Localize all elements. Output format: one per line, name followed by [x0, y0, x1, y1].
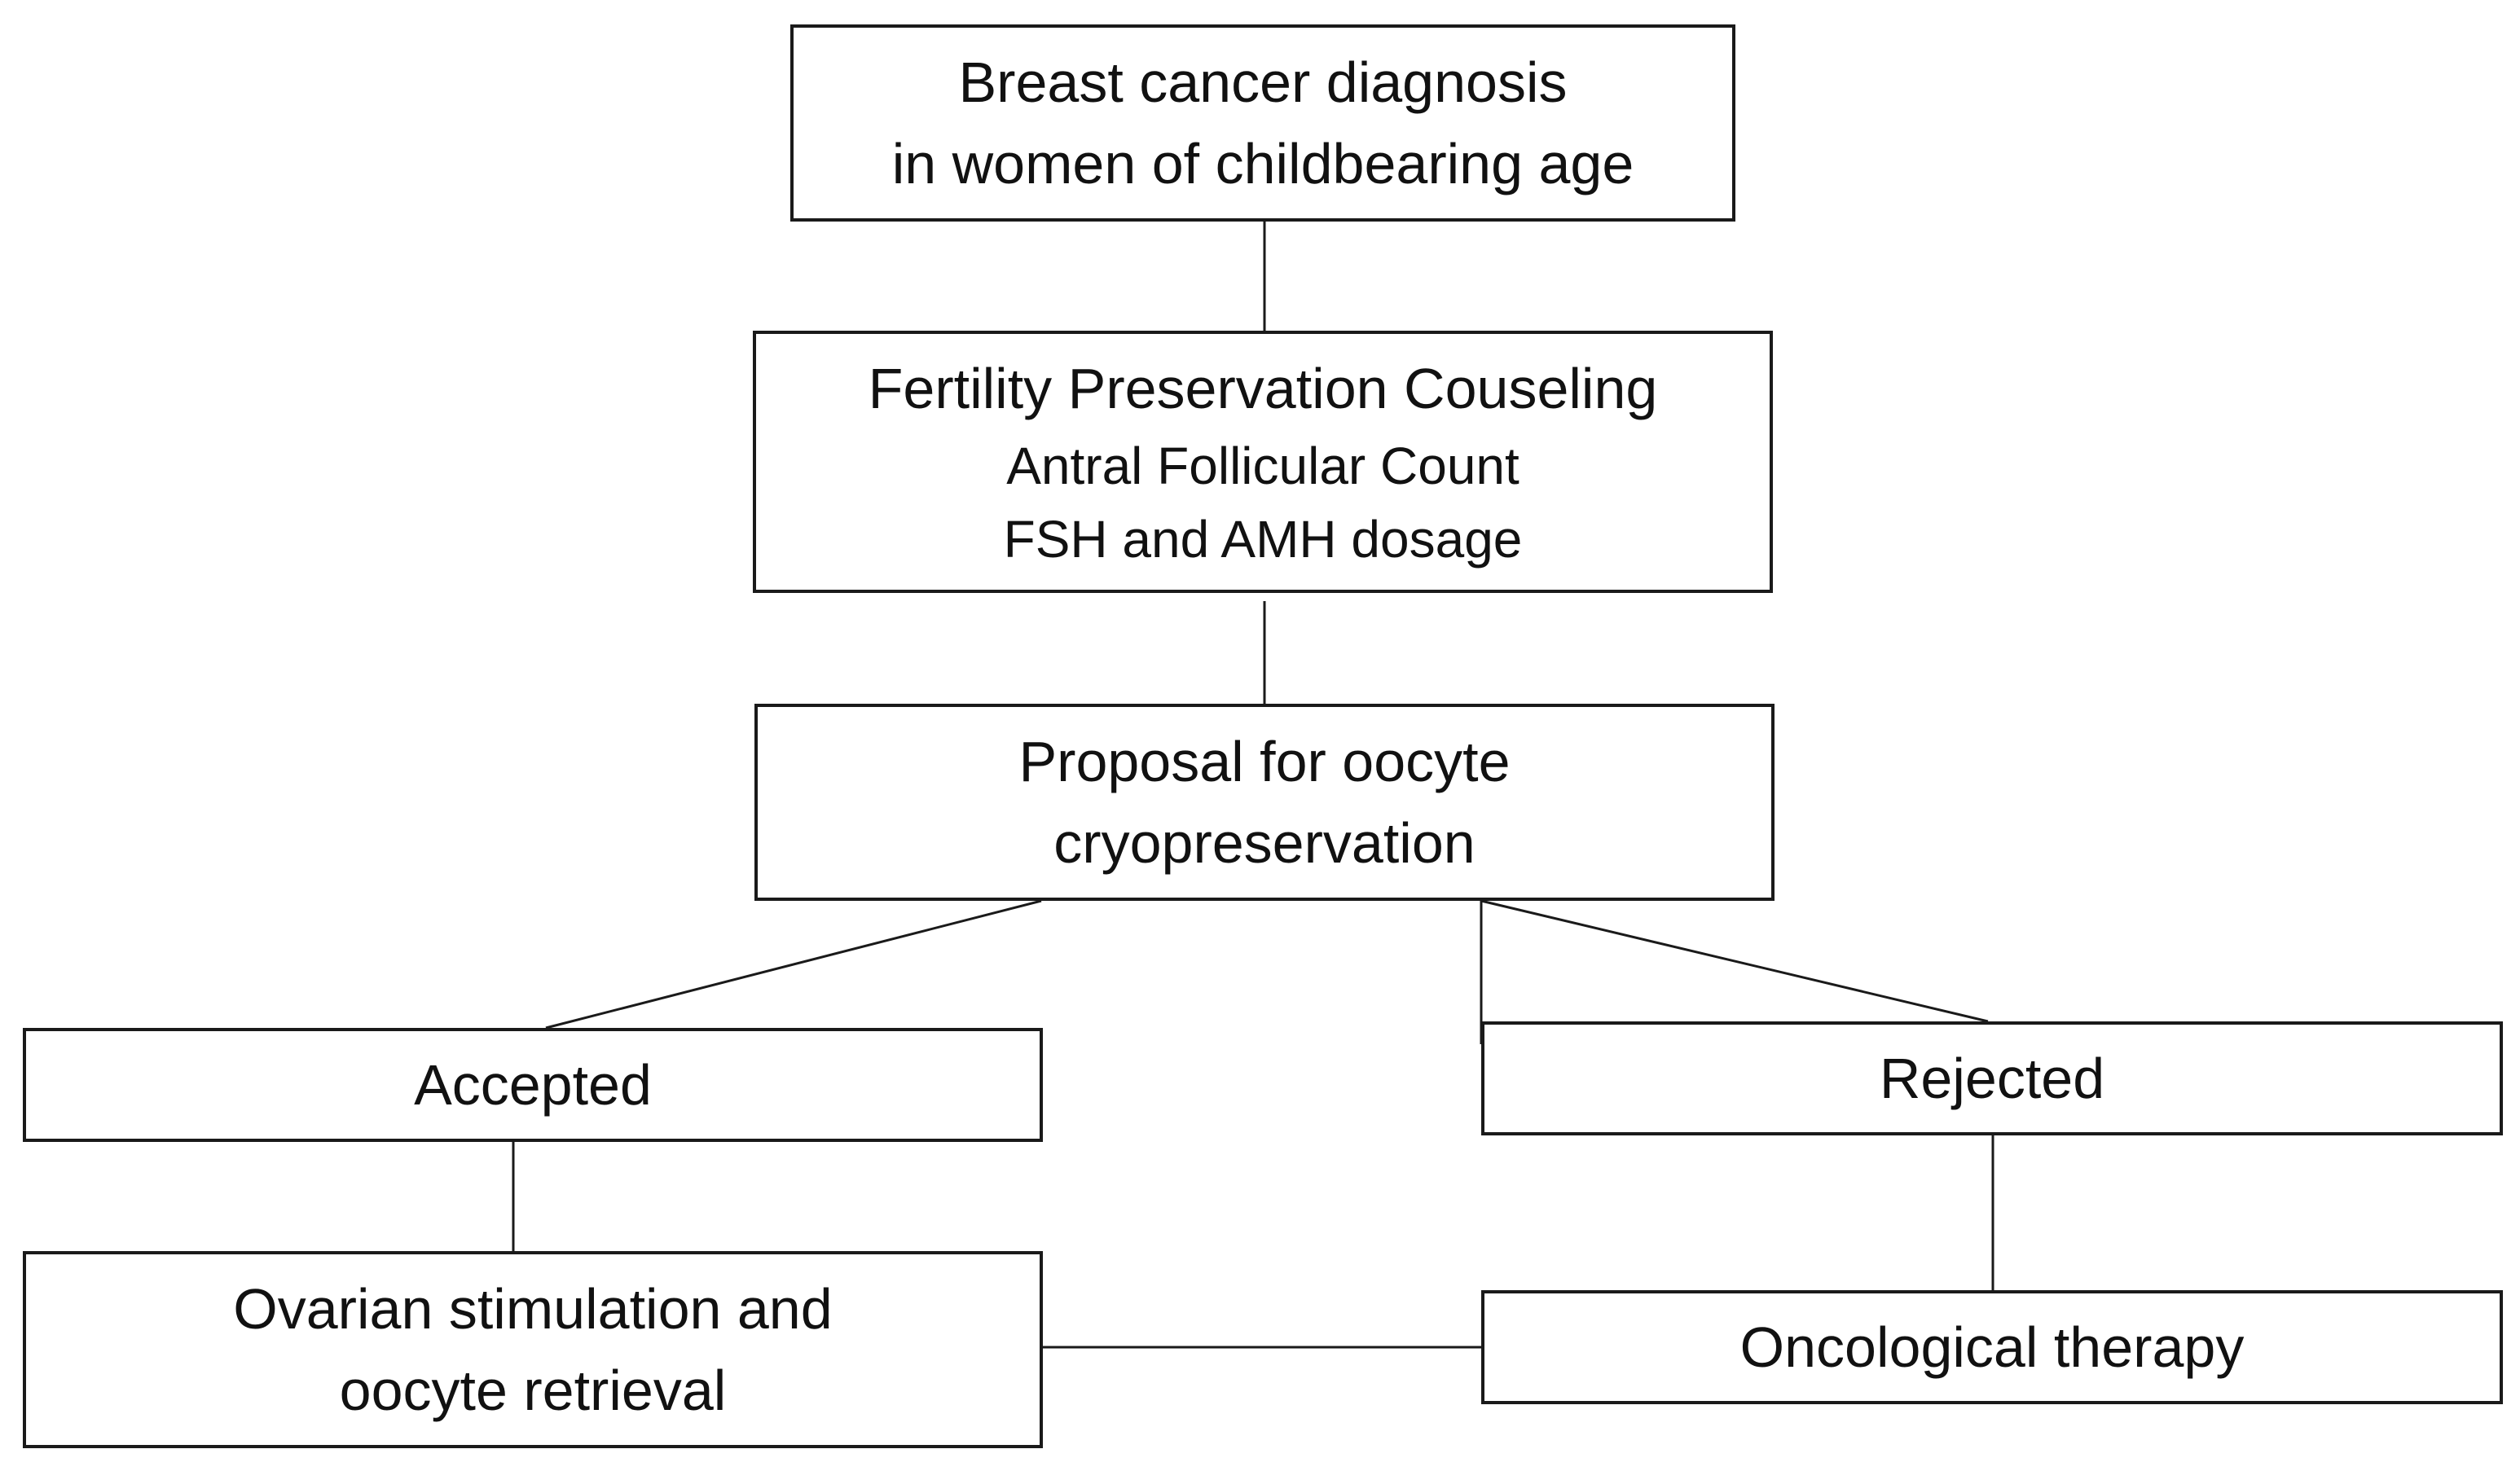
node-diagnosis-line-1: Breast cancer diagnosis	[958, 50, 1568, 114]
node-accepted: Accepted	[23, 1028, 1043, 1142]
node-proposal-line-1: Proposal for oocyte	[1018, 730, 1511, 793]
node-counseling-line-1: Antral Follicular Count	[1006, 437, 1519, 495]
node-proposal-oocyte-cryopreservation: Proposal for oocyte cryopreservation	[754, 704, 1775, 901]
node-diagnosis-line-2: in women of childbearing age	[891, 132, 1634, 195]
node-ovarian-stimulation: Ovarian stimulation and oocyte retrieval	[23, 1251, 1043, 1448]
node-rejected-label: Rejected	[1879, 1047, 2105, 1110]
node-proposal-line-2: cryopreservation	[1053, 811, 1475, 875]
node-stimulation-line-1: Ovarian stimulation and	[233, 1277, 833, 1341]
node-counseling-title: Fertility Preservation Couseling	[868, 357, 1658, 420]
node-oncological-therapy: Oncological therapy	[1481, 1290, 2503, 1404]
edge-proposal-accepted	[545, 899, 1042, 1030]
edge-proposal-rejected	[1480, 899, 1989, 1023]
node-stimulation-line-2: oocyte retrieval	[339, 1359, 727, 1422]
node-breast-cancer-diagnosis: Breast cancer diagnosis in women of chil…	[790, 24, 1735, 222]
node-fertility-preservation-counseling: Fertility Preservation Couseling Antral …	[753, 331, 1773, 593]
node-therapy-label: Oncological therapy	[1739, 1315, 2245, 1379]
node-rejected: Rejected	[1481, 1021, 2503, 1135]
node-accepted-label: Accepted	[414, 1053, 652, 1117]
node-counseling-line-2: FSH and AMH dosage	[1003, 510, 1523, 569]
